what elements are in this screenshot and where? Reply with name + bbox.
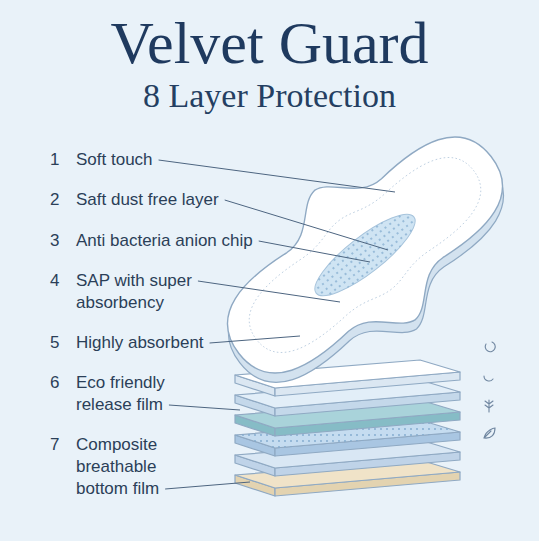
callout-number: 7 bbox=[50, 434, 59, 456]
leader-line bbox=[210, 336, 300, 343]
layer-label: Soft touch bbox=[76, 149, 153, 171]
layer-label: Composite breathable bottom film bbox=[76, 434, 181, 500]
leader-line bbox=[159, 160, 395, 192]
callout-number: 5 bbox=[50, 332, 59, 354]
callout-number: 3 bbox=[50, 230, 59, 252]
layer-label: SAP with super absorbency bbox=[76, 270, 206, 314]
pad-top bbox=[184, 92, 539, 428]
callout-number: 1 bbox=[50, 149, 59, 171]
layer-label: Highly absorbent bbox=[76, 332, 204, 354]
subtitle: 8 Layer Protection bbox=[0, 76, 539, 116]
callout-number: 2 bbox=[50, 189, 59, 211]
callout-number: 4 bbox=[50, 270, 59, 292]
layer-label: Eco friendly release film bbox=[76, 372, 191, 416]
title: Velvet Guard bbox=[0, 10, 539, 76]
layer-label: Saft dust free layer bbox=[76, 189, 219, 211]
leader-line bbox=[259, 241, 370, 262]
layer-label: Anti bacteria anion chip bbox=[76, 230, 253, 252]
leader-line bbox=[198, 281, 340, 302]
leader-line bbox=[169, 405, 240, 410]
leader-line bbox=[165, 482, 250, 489]
callout-number: 6 bbox=[50, 372, 59, 394]
layer-icons bbox=[484, 342, 495, 438]
